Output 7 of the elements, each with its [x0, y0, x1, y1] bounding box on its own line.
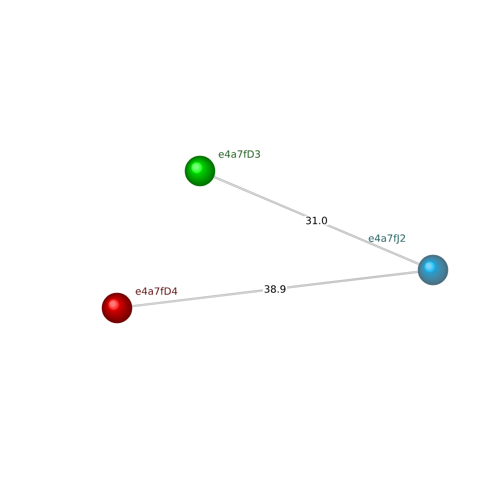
edge-label: 38.9: [262, 284, 288, 294]
node-label: e4a7fJ2: [368, 234, 406, 244]
node-label: e4a7fD3: [218, 150, 260, 158]
connector-line: [132, 270, 418, 308]
connector-line: [214, 176, 420, 265]
node-label: e4a7fD4: [136, 287, 178, 295]
edge-label: 31.0: [304, 216, 329, 226]
